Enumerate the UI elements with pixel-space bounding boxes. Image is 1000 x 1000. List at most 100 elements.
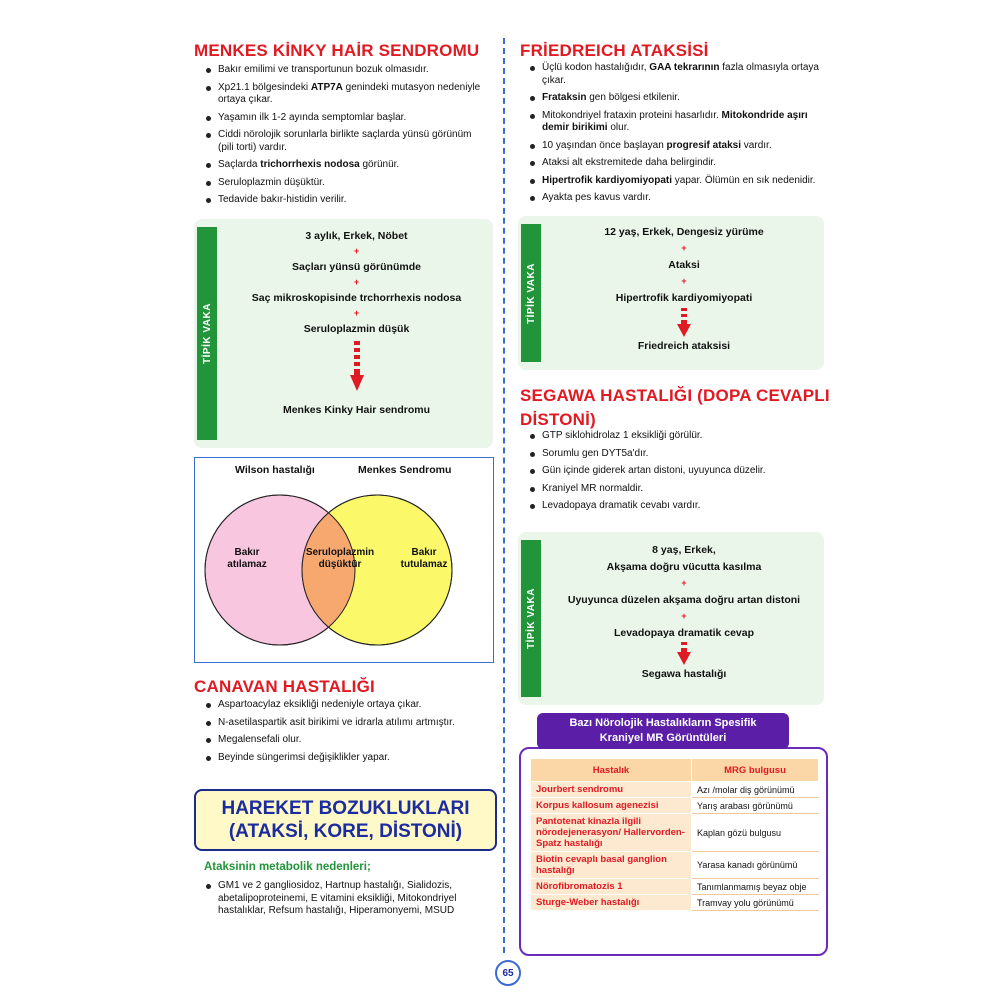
mr-finding-cell: Yarış arabası görünümü: [691, 797, 819, 814]
list-item: Beyinde süngerimsi değişiklikler yapar.: [204, 752, 489, 765]
segawa-title: SEGAWA HASTALIĞI (DOPA CEVAPLI DİSTONİ): [520, 386, 830, 429]
list-item: Üçlü kodon hastalığıdır, GAA tekrarının …: [528, 62, 820, 87]
list-item: Ataksi alt ekstremitede daha belirgindir…: [528, 157, 820, 170]
list-item: Seruloplazmin düşüktür.: [204, 177, 489, 190]
list-item: Kraniyel MR normaldir.: [528, 483, 820, 496]
column-header: MRG bulgusu: [691, 758, 819, 782]
list-item: Ciddi nörolojik sorunlarla birlikte saçl…: [204, 129, 489, 154]
ataksi-metabolik-title: Ataksinin metabolik nedenleri;: [204, 861, 371, 873]
plus-icon: +: [353, 308, 360, 318]
list-item: Frataksin gen bölgesi etkilenir.: [528, 92, 820, 105]
menkes-title: MENKES KİNKY HAİR SENDROMU: [194, 41, 480, 60]
segawa-typical-case: TİPİK VAKA 8 yaş, Erkek, Akşama doğru vü…: [518, 532, 824, 705]
case-line: Seruloplazmin düşük: [303, 323, 410, 335]
venn-diagram-box: Wilson hastalığı Menkes Sendromu Bakır a…: [194, 457, 494, 663]
list-item: Mitokondriyel frataxin proteini hasarlıd…: [528, 110, 820, 135]
list-item: Aspartoacylaz eksikliği nedeniyle ortaya…: [204, 699, 489, 712]
menkes-bullet-list: Bakır emilimi ve transportunun bozuk olm…: [204, 64, 489, 212]
list-item: Hipertrofik kardiyomiyopati yapar. Ölümü…: [528, 175, 820, 188]
list-item: Saçlarda trichorrhexis nodosa görünür.: [204, 159, 489, 172]
venn-right-label: Menkes Sendromu: [358, 464, 452, 476]
section-title-line1: HAREKET BOZUKLUKLARI: [221, 798, 470, 819]
hareket-bozukluklari-box: HAREKET BOZUKLUKLARI (ATAKSİ, KORE, DİST…: [194, 789, 497, 851]
mr-finding-cell: Tanımlanmamış beyaz obje: [691, 878, 819, 895]
canavan-bullet-list: Aspartoacylaz eksikliği nedeniyle ortaya…: [204, 699, 489, 769]
case-result: Friedreich ataksisi: [637, 340, 731, 352]
case-result: Menkes Kinky Hair sendromu: [282, 404, 431, 416]
mr-table-title: Bazı Nörolojik Hastalıkların Spesifik Kr…: [537, 713, 789, 749]
column-divider: [503, 38, 505, 953]
list-item: Bakır emilimi ve transportunun bozuk olm…: [204, 64, 489, 77]
disease-cell: Pantotenat kinazla ilgili nörodejenerasy…: [530, 813, 692, 852]
plus-icon: +: [681, 276, 687, 286]
table-header-row: Hastalık MRG bulgusu: [530, 758, 819, 782]
venn-center-text: Seruloplazmin düşüktür: [305, 547, 375, 570]
venn-left-label: Wilson hastalığı: [235, 464, 315, 476]
typical-case-tab: TİPİK VAKA: [521, 540, 541, 697]
list-item: Levadopaya dramatik cevabı vardır.: [528, 500, 820, 513]
case-line: 8 yaş, Erkek,: [652, 544, 716, 556]
plus-icon: +: [353, 246, 360, 256]
mr-finding-cell: Kaplan gözü bulgusu: [691, 813, 819, 852]
disease-cell: Nörofibromatozis 1: [530, 878, 692, 895]
canavan-title: CANAVAN HASTALIĞI: [194, 677, 375, 696]
mr-finding-cell: Azı /molar diş görünümü: [691, 781, 819, 798]
list-item: Sorumlu gen DYT5a'dır.: [528, 448, 820, 461]
disease-cell: Jourbert sendromu: [530, 781, 692, 798]
dashed-down-arrow-icon: [677, 642, 691, 665]
venn-left-text: Bakır atılamaz: [227, 547, 267, 570]
column-header: Hastalık: [530, 758, 692, 782]
dashed-down-arrow-icon: [349, 341, 364, 391]
plus-icon: +: [681, 243, 687, 253]
case-line: Levadopaya dramatik cevap: [613, 627, 755, 639]
disease-cell: Biotin cevaplı basal ganglion hastalığı: [530, 851, 692, 879]
case-line: Uyuyunca düzelen akşama doğru artan dist…: [567, 594, 801, 606]
case-line: Ataksi: [668, 259, 700, 271]
case-line: 3 aylık, Erkek, Nöbet: [305, 230, 408, 242]
list-item: Ayakta pes kavus vardır.: [528, 192, 820, 205]
list-item: GTP siklohidrolaz 1 eksikliği görülür.: [528, 430, 820, 443]
list-item: Megalensefali olur.: [204, 734, 489, 747]
list-item: Gün içinde giderek artan distoni, uyuyun…: [528, 465, 820, 478]
plus-icon: +: [353, 277, 360, 287]
list-item: GM1 ve 2 gangliosidoz, Hartnup hastalığı…: [204, 880, 489, 918]
plus-icon: +: [681, 611, 687, 621]
list-item: N-asetilaspartik asit birikimi ve idrarl…: [204, 717, 489, 730]
case-result: Segawa hastalığı: [641, 668, 727, 680]
case-line: Akşama doğru vücutta kasılma: [606, 561, 762, 573]
list-item: 10 yaşından önce başlayan progresif atak…: [528, 140, 820, 153]
dashed-down-arrow-icon: [677, 308, 691, 337]
plus-icon: +: [681, 578, 687, 588]
segawa-bullet-list: GTP siklohidrolaz 1 eksikliği görülür. So…: [528, 430, 820, 518]
venn-overlap: [302, 495, 355, 645]
case-line: 12 yaş, Erkek, Dengesiz yürüme: [604, 226, 764, 238]
list-item: Xp21.1 bölgesindeki ATP7A genindeki muta…: [204, 82, 489, 107]
list-item: Tedavide bakır-histidin verilir.: [204, 194, 489, 207]
table-row: Pantotenat kinazla ilgili nörodejenerasy…: [530, 813, 819, 852]
case-line: Saçları yünsü görünümde: [292, 261, 421, 273]
venn-diagram: [204, 494, 453, 646]
venn-right-text: Bakır tutulamaz: [400, 547, 448, 570]
list-item: Yaşamın ilk 1-2 ayında semptomlar başlar…: [204, 112, 489, 125]
mr-finding-cell: Yarasa kanadı görünümü: [691, 851, 819, 879]
friedreich-bullet-list: Üçlü kodon hastalığıdır, GAA tekrarının …: [528, 62, 820, 210]
section-title-line2: (ATAKSİ, KORE, DİSTONİ): [228, 821, 463, 842]
menkes-typical-case: TİPİK VAKA 3 aylık, Erkek, Nöbet + Saçla…: [194, 219, 493, 448]
typical-case-tab: TİPİK VAKA: [197, 227, 217, 440]
case-line: Hipertrofik kardiyomiyopati: [615, 292, 753, 304]
case-line: Saç mikroskopisinde trchorrhexis nodosa: [251, 292, 462, 304]
typical-case-tab: TİPİK VAKA: [521, 224, 541, 362]
friedreich-title: FRİEDREICH ATAKSİSİ: [520, 41, 709, 60]
friedreich-typical-case: TİPİK VAKA 12 yaş, Erkek, Dengesiz yürüm…: [518, 216, 824, 370]
page-number: 65: [495, 960, 521, 986]
ataksi-metabolik-list: GM1 ve 2 gangliosidoz, Hartnup hastalığı…: [204, 880, 489, 923]
disease-cell: Sturge-Weber hastalığı: [530, 894, 692, 911]
disease-cell: Korpus kallosum agenezisi: [530, 797, 692, 814]
mr-finding-cell: Tramvay yolu görünümü: [691, 894, 819, 911]
